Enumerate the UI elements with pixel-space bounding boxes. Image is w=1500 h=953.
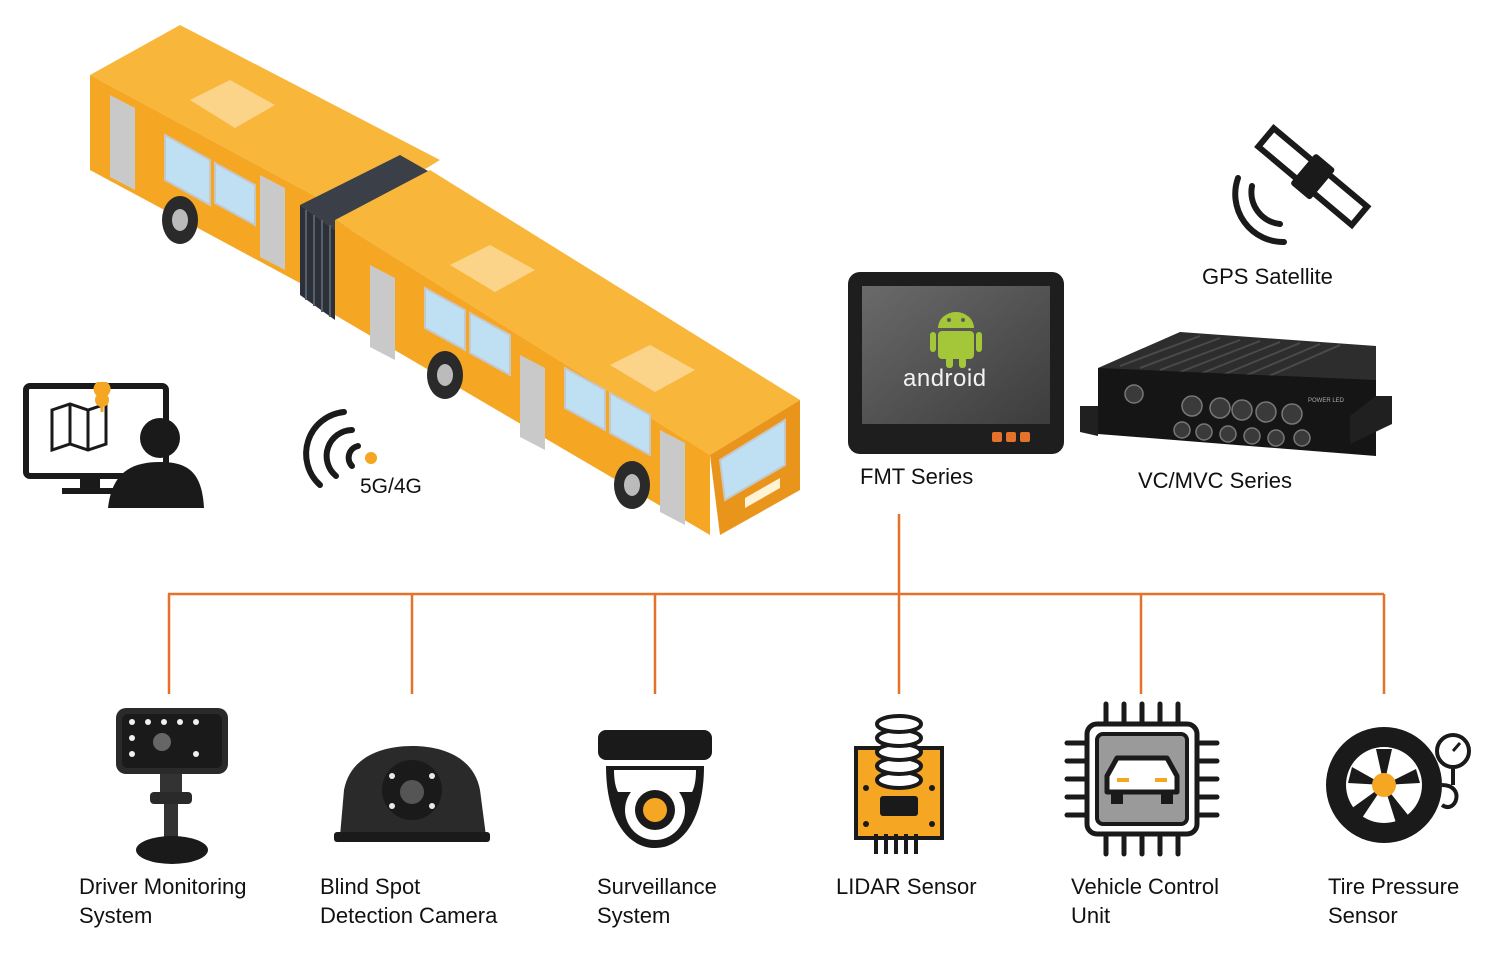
- network-label: 5G/4G: [360, 475, 422, 498]
- dome-camera-icon: [598, 730, 712, 848]
- android-screen-text: android: [903, 365, 987, 392]
- device-2-line2: Detection Camera: [320, 903, 498, 928]
- device-1-line1: Driver Monitoring: [79, 874, 247, 899]
- device-1-line2: System: [79, 903, 153, 928]
- lidar-sensor-icon: [854, 714, 944, 854]
- fmt-series-label: FMT Series: [860, 464, 974, 489]
- device-4-line1: LIDAR Sensor: [836, 874, 977, 899]
- blind-spot-camera-icon: [334, 746, 490, 842]
- vc-mvc-series-label: VC/MVC Series: [1138, 468, 1293, 493]
- device-3-line1: Surveillance: [597, 874, 717, 899]
- vehicle-chip-icon: [1064, 701, 1220, 857]
- driver-monitoring-camera-icon: [116, 708, 228, 864]
- fmt-tablet-icon: [848, 272, 1064, 454]
- device-6-line1: Tire Pressure: [1328, 874, 1460, 899]
- articulated-bus-icon: [90, 25, 800, 535]
- device-3-line2: System: [597, 903, 671, 928]
- vc-mvc-box-icon: POWER LED: [1080, 332, 1392, 456]
- port-label-power-led: POWER LED: [1308, 398, 1345, 404]
- device-5-line2: Unit: [1071, 903, 1111, 928]
- tire-gauge-icon: [1326, 727, 1471, 843]
- wireless-signal-icon: [303, 409, 377, 488]
- gps-satellite-icon: [1232, 124, 1372, 246]
- device-5-line1: Vehicle Control: [1071, 874, 1219, 899]
- gps-satellite-label: GPS Satellite: [1202, 264, 1333, 289]
- device-6-line2: Sensor: [1328, 903, 1398, 928]
- device-2-line1: Blind Spot: [320, 874, 421, 899]
- remote-operator-icon: [23, 382, 204, 508]
